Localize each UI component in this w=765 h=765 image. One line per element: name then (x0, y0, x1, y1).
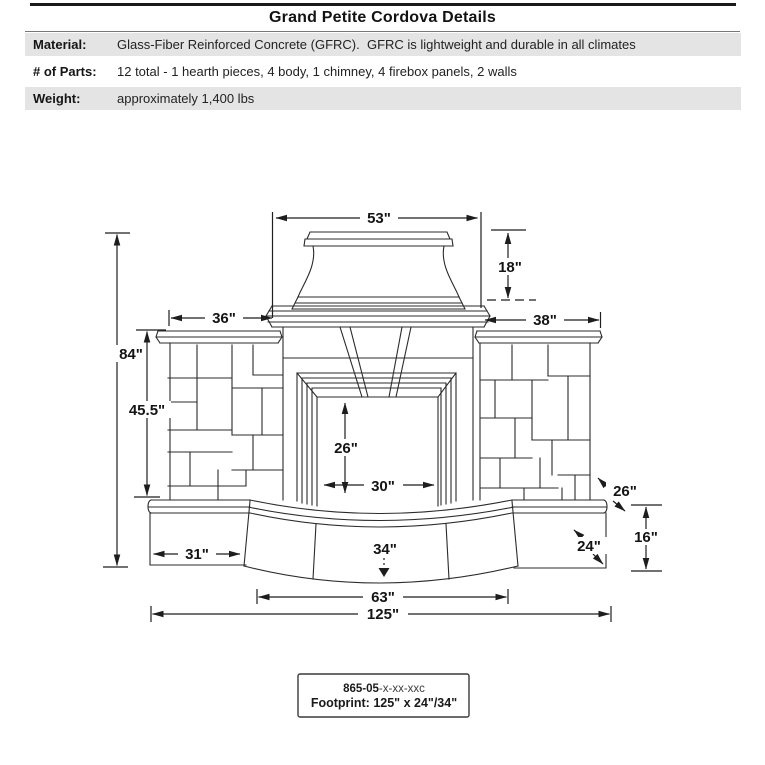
dim-cap-width-label: 53" (367, 210, 391, 227)
dim-firebox-width-label: 30" (371, 478, 395, 495)
model-number: 865-05-x-xx-xxc (343, 683, 425, 695)
dim-side-depth: 24" (570, 529, 608, 565)
dim-hearth-height: 16" (627, 504, 665, 572)
dim-cap-height-label: 18" (498, 259, 522, 276)
dim-right-wall-width: 38" (484, 311, 602, 329)
dim-center-depth: 34" (366, 540, 404, 577)
dim-total-width: 125" (150, 605, 612, 623)
dim-left-wall-width: 36" (168, 309, 273, 327)
spec-row-material: Material: Glass-Fiber Reinforced Concret… (25, 33, 741, 56)
left-wall (155, 330, 284, 501)
top-rule (30, 3, 736, 6)
right-wall (474, 330, 603, 501)
weight-label: Weight: (33, 91, 81, 106)
dim-left-wall-width-label: 36" (212, 310, 236, 327)
weight-value: approximately 1,400 lbs (117, 91, 255, 106)
spec-row-weight: Weight: approximately 1,400 lbs (25, 87, 741, 110)
chimney-cap (291, 231, 466, 310)
dim-total-height: 84" (103, 232, 151, 568)
dim-firebox-width: 30" (323, 477, 435, 495)
parts-value: 12 total - 1 hearth pieces, 4 body, 1 ch… (117, 64, 517, 79)
material-label: Material: (33, 37, 87, 52)
dim-hearth-front-width: 63" (256, 588, 509, 606)
model-footprint-box: 865-05-x-xx-xxc Footprint: 125" x 24"/34… (297, 673, 470, 718)
spec-row-parts: # of Parts: 12 total - 1 hearth pieces, … (25, 60, 741, 83)
dim-body-height: 45.5" (122, 329, 171, 498)
material-value: Glass-Fiber Reinforced Concrete (GFRC). … (117, 37, 636, 52)
hearth (147, 499, 608, 584)
spec-table: Material: Glass-Fiber Reinforced Concret… (25, 33, 741, 114)
chimney-breast (282, 326, 474, 501)
dim-hearth-height-label: 16" (634, 529, 658, 546)
footprint-text: Footprint: 125" x 24"/34" (311, 696, 457, 710)
dim-body-height-label: 45.5" (129, 402, 165, 419)
dim-left-hearth-width: 31" (153, 545, 241, 563)
dim-total-height-label: 84" (119, 346, 143, 363)
title-rule (25, 31, 740, 33)
dim-left-hearth-width-label: 31" (185, 546, 209, 563)
parts-label: # of Parts: (33, 64, 97, 79)
page-title: Grand Petite Cordova Details (269, 9, 496, 26)
dim-firebox-height-label: 26" (334, 440, 358, 457)
dim-wall-depth-label: 26" (613, 483, 637, 500)
dim-firebox-height: 26" (327, 402, 365, 494)
dim-center-depth-label: 34" (373, 541, 397, 558)
dim-total-width-label: 125" (367, 606, 399, 623)
dim-hearth-front-width-label: 63" (371, 589, 395, 606)
dim-side-depth-label: 24" (577, 538, 601, 555)
dim-wall-depth: 26" (597, 477, 644, 512)
firebox-surround (296, 372, 457, 507)
dim-cap-height: 18" (487, 229, 536, 301)
dim-right-wall-width-label: 38" (533, 312, 557, 329)
dim-cap-width: 53" (271, 209, 482, 318)
